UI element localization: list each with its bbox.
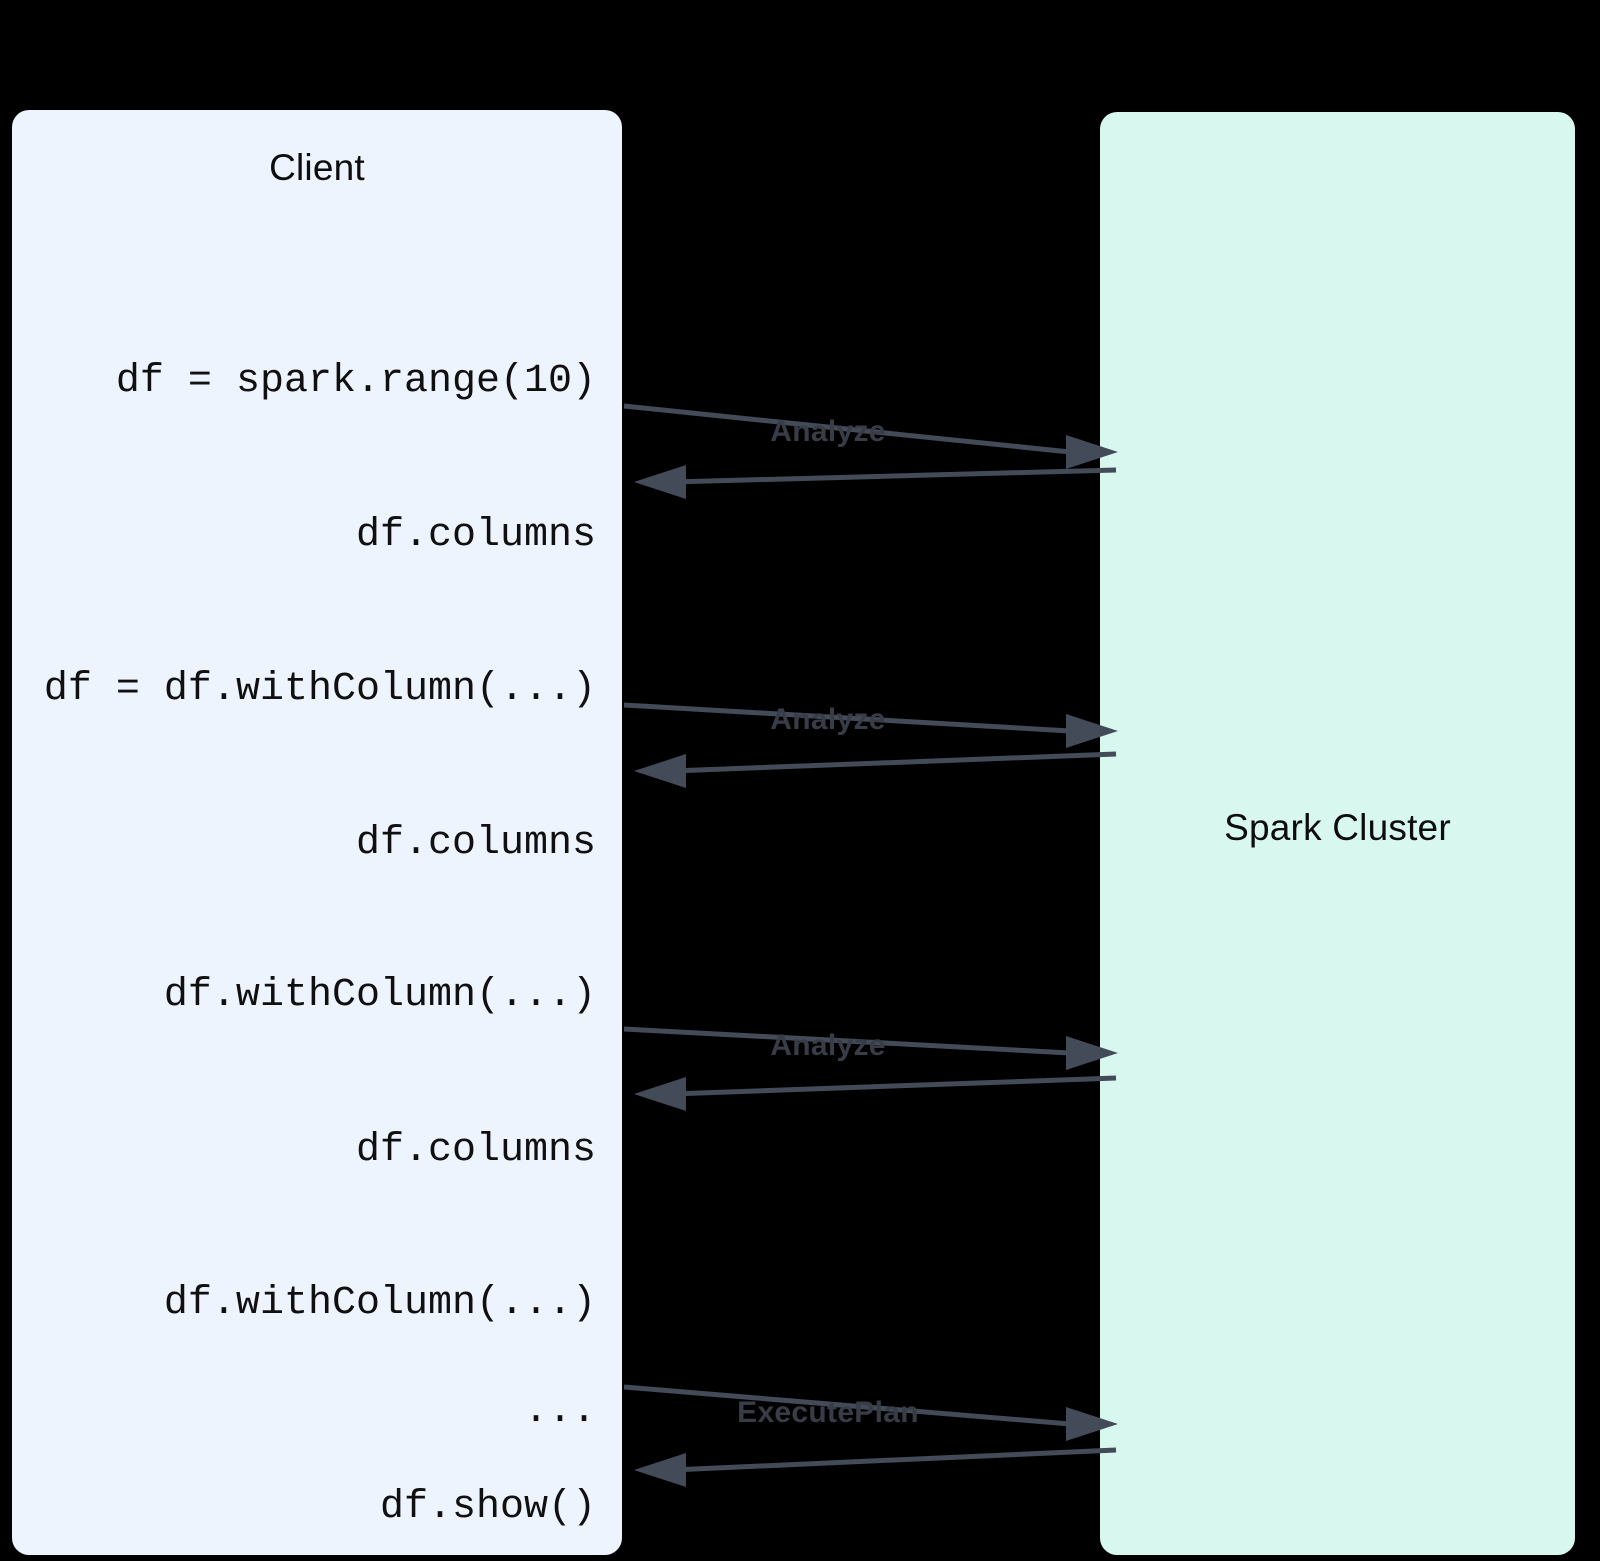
client-code-line: df = spark.range(10): [115, 359, 596, 404]
client-panel-title: Client: [269, 147, 365, 188]
message-label: Analyze: [770, 415, 886, 448]
arrow-head-left-icon: [634, 754, 686, 788]
client-panel: Client df = spark.range(10) df.columns df …: [12, 110, 622, 1555]
arrow-head-left-icon: [634, 465, 686, 499]
message-label: Analyze: [770, 1029, 886, 1062]
message-arrow-response: [671, 751, 1117, 774]
client-code-line: df.columns: [355, 821, 596, 866]
client-code-line: df.columns: [355, 513, 596, 558]
message-arrow-response: [671, 1447, 1117, 1473]
message-arrow-response: [671, 1075, 1117, 1097]
arrow-head-left-icon: [634, 1077, 686, 1111]
client-code-line: df.show(): [379, 1485, 596, 1530]
message-label: ExecutePlan: [737, 1396, 919, 1429]
client-code-line: df.columns: [355, 1128, 596, 1173]
client-code-line: ...: [523, 1389, 596, 1434]
client-code-line: df = df.withColumn(...): [43, 667, 596, 712]
message-label: Analyze: [770, 703, 886, 736]
client-code-line: df.withColumn(...): [163, 973, 596, 1018]
spark-cluster-panel-title: Spark Cluster: [1224, 807, 1451, 848]
spark-cluster-panel: Spark Cluster: [1100, 112, 1575, 1555]
message-arrow-response: [671, 467, 1117, 485]
arrow-head-left-icon: [634, 1453, 686, 1487]
client-code-line: df.withColumn(...): [163, 1281, 596, 1326]
